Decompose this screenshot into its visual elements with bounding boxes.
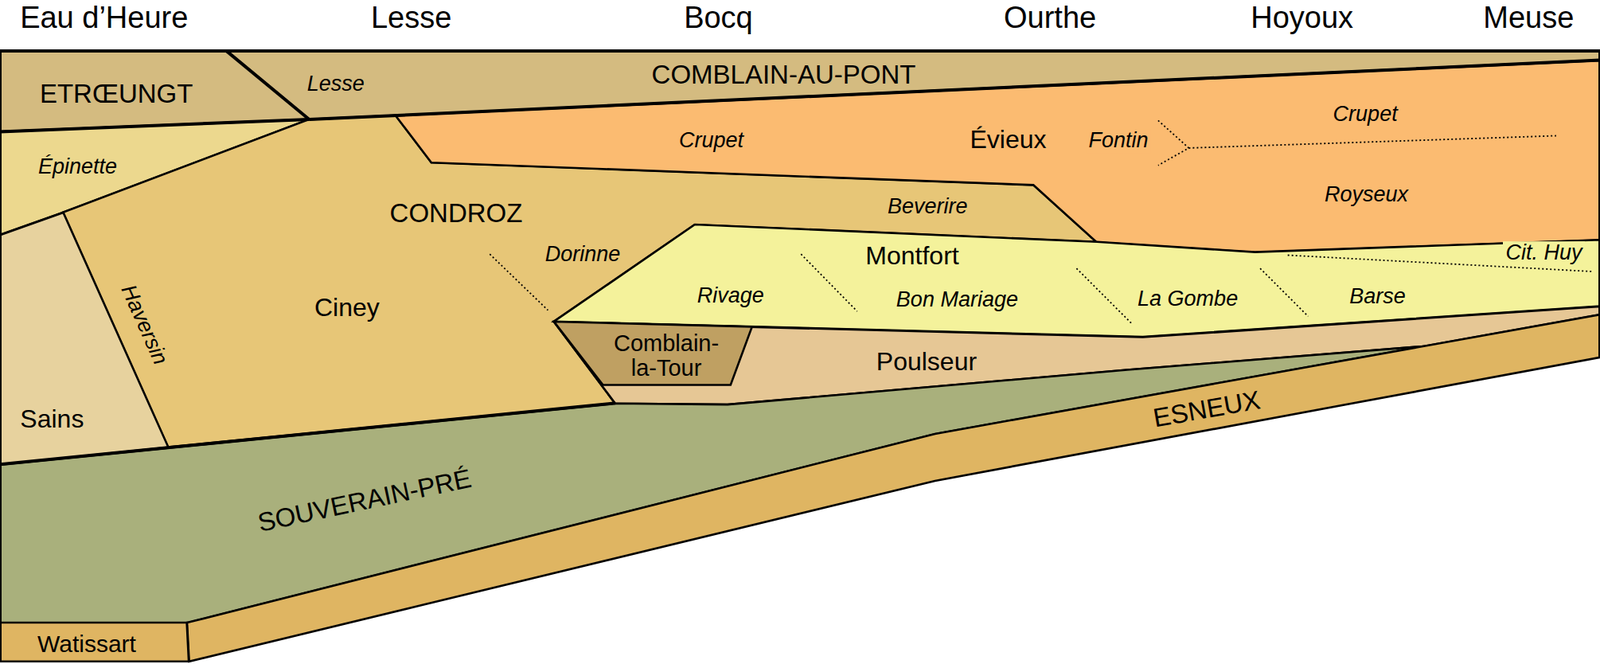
band-shape	[554, 321, 753, 386]
formation-name: Ciney	[314, 294, 380, 323]
dotted-boundary	[1188, 136, 1557, 149]
dotted-boundary	[1260, 268, 1308, 317]
member-name: Beverire	[887, 195, 968, 219]
river-header: Lesse	[370, 2, 452, 33]
formation-name: Montfort	[865, 241, 959, 270]
member-name: Fontin	[1085, 128, 1151, 153]
formation-name: Évieux	[969, 125, 1046, 154]
boundary-line	[0, 402, 616, 465]
band-shape	[0, 212, 169, 465]
dotted-boundary	[489, 253, 548, 311]
formation-name: Poulseur	[876, 347, 977, 376]
river-header: Ourthe	[1003, 2, 1097, 33]
boundary-line	[0, 119, 309, 132]
boundary-line	[226, 50, 310, 120]
member-name: Cit. Huy	[1502, 241, 1585, 266]
member-name: Barse	[1349, 284, 1406, 309]
member-name: Bon Mariage	[896, 288, 1019, 313]
member-name: Lesse	[307, 73, 365, 98]
member-name: La Gombe	[1137, 287, 1238, 312]
formation-name: Sains	[19, 405, 84, 434]
river-header: Eau d’Heure	[19, 2, 188, 33]
formation-name: COMBLAIN-AU-PONT	[651, 59, 917, 89]
boundary-line	[308, 60, 1600, 120]
member-name: Dorinne	[545, 243, 621, 268]
dotted-boundary	[1076, 268, 1133, 325]
formation-band: Watissart	[0, 622, 189, 662]
dotted-boundary	[800, 253, 858, 312]
formation-band: Comblain- la-Tour	[554, 321, 753, 385]
river-header: Bocq	[683, 2, 754, 33]
member-name: Crupet	[1333, 102, 1398, 127]
river-header: Hoyoux	[1250, 2, 1354, 33]
dotted-boundary	[1287, 255, 1593, 273]
formation-name: CONDROZ	[390, 199, 523, 228]
formation-name: Comblain- la-Tour	[598, 331, 734, 380]
band-shape	[0, 622, 189, 662]
member-name: Rivage	[697, 284, 765, 309]
boundary-line	[1598, 50, 1600, 358]
dotted-boundary	[1158, 120, 1190, 165]
river-header: Meuse	[1482, 2, 1574, 33]
boundary-line	[0, 50, 2, 662]
member-name: Épinette	[38, 155, 118, 180]
formation-name: ETRŒUNGT	[39, 79, 194, 109]
boundary-line	[0, 49, 1600, 53]
band-shape	[187, 314, 1600, 662]
member-name: Crupet	[679, 128, 744, 153]
member-name: Royseux	[1324, 183, 1409, 207]
formation-name: Watissart	[37, 629, 137, 656]
